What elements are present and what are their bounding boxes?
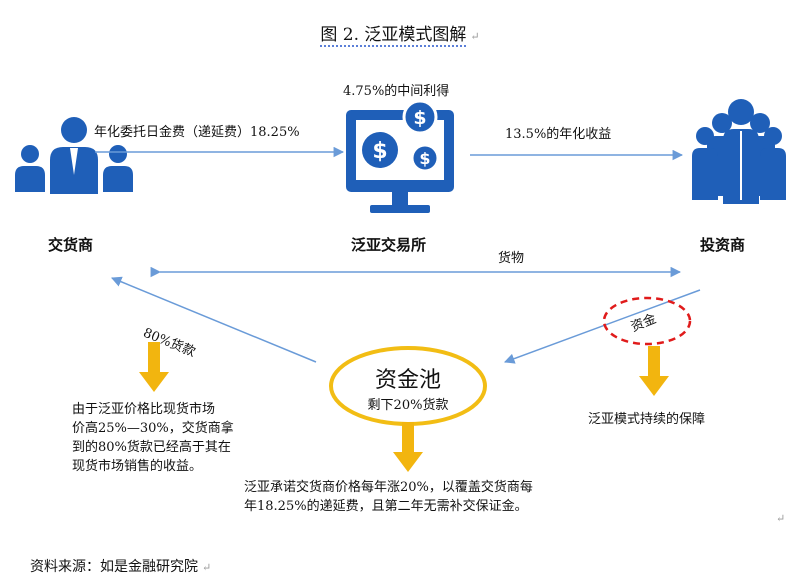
svg-text:$: $: [413, 107, 426, 129]
center-note: 泛亚承诺交货商价格每年涨20%，以覆盖交货商每 年18.25%的递延费，且第二年…: [244, 480, 533, 514]
paragraph-mark: ↵: [202, 561, 212, 574]
paragraph-mark: ↵: [776, 512, 785, 525]
funds-arrow: [504, 289, 701, 364]
source-line: 资料来源：如是金融研究院↵: [30, 559, 212, 575]
diagram-title: 图 2. 泛亚模式图解↵: [320, 25, 480, 47]
suppliers-icon: [15, 117, 133, 194]
spread-label: 4.75%的中间利得: [343, 84, 450, 99]
center-down-arrow: [393, 422, 423, 472]
svg-text:$: $: [419, 149, 430, 168]
right-note: 泛亚模式持续的保障: [588, 412, 706, 427]
left-note: 由于泛亚价格比现货市场 价高25%—30%，交货商拿 到的80%货款已经高于其在…: [72, 402, 234, 474]
pool-subtitle: 剩下20%货款: [367, 398, 449, 413]
payment-arrow: [111, 276, 317, 363]
investors-icon: [692, 99, 786, 204]
fee-label: 年化委托日金费（递延费）18.25%: [94, 125, 300, 140]
investor-label: 投资商: [700, 236, 746, 254]
funds-dashed-ring: [602, 296, 692, 346]
pool-title: 资金池: [374, 368, 441, 393]
yield-label: 13.5%的年化收益: [505, 127, 612, 142]
left-down-arrow: [139, 342, 169, 392]
supplier-label: 交货商: [48, 236, 94, 254]
right-down-arrow: [639, 346, 669, 396]
paragraph-mark: ↵: [470, 30, 480, 43]
goods-label: 货物: [498, 251, 525, 266]
exchange-monitor-icon: $ $ $: [346, 99, 454, 213]
svg-text:$: $: [372, 139, 387, 164]
exchange-label: 泛亚交易所: [351, 236, 427, 254]
